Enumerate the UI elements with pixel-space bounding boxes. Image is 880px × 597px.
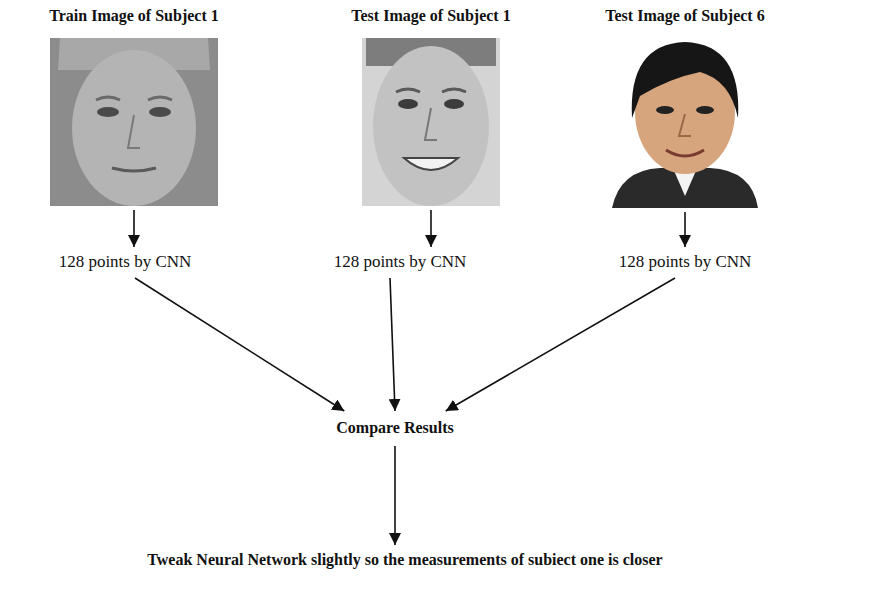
hair	[632, 42, 739, 118]
photo-frame	[47, 38, 221, 206]
face-photo	[610, 38, 760, 208]
image-heading: Train Image of Subject 1	[47, 6, 221, 26]
node-text: 128 points by CNN	[59, 252, 192, 272]
eye	[656, 106, 674, 114]
smile	[404, 158, 458, 170]
eye	[398, 99, 418, 109]
brow	[96, 97, 172, 100]
eye	[696, 106, 714, 114]
nose	[679, 114, 691, 136]
node-text: 128 points by CNN	[334, 252, 467, 272]
image-heading: Test Image of Subject 1	[349, 6, 513, 26]
process-label: 128 points by CNN	[613, 250, 758, 274]
face-photo	[362, 38, 500, 206]
mouth	[666, 150, 704, 156]
face	[72, 50, 196, 206]
compare-step: Compare Results	[306, 414, 483, 442]
flow-arrow	[390, 278, 395, 411]
photo-frame	[349, 38, 513, 206]
image-panel: Test Image of Subject 1	[349, 6, 513, 206]
brow	[396, 89, 466, 92]
node-text: Compare Results	[336, 418, 453, 438]
flow-arrow	[394, 446, 396, 545]
nose	[128, 115, 140, 148]
face	[373, 46, 489, 206]
process-label: 128 points by CNN	[328, 250, 473, 274]
photo-ground	[362, 38, 500, 206]
photo-ground	[50, 38, 218, 206]
update-step: Tweak Neural Network slightly so the mea…	[125, 548, 685, 572]
photo-ground	[610, 38, 760, 208]
photo-frame	[603, 38, 767, 208]
image-panel: Test Image of Subject 6	[603, 6, 767, 208]
eye	[149, 107, 171, 117]
flow-arrow	[430, 210, 432, 247]
eye	[444, 99, 464, 109]
flow-arrow	[446, 278, 675, 411]
node-text: 128 points by CNN	[619, 252, 752, 272]
image-heading: Test Image of Subject 6	[603, 6, 767, 26]
flow-arrow	[135, 278, 344, 411]
face-photo	[50, 38, 218, 206]
process-label: 128 points by CNN	[53, 250, 198, 274]
nose	[425, 108, 437, 140]
node-text: Tweak Neural Network slightly so the mea…	[133, 550, 677, 570]
image-panel: Train Image of Subject 1	[47, 6, 221, 206]
eye	[97, 107, 119, 117]
flow-arrow	[684, 212, 686, 247]
mouth	[112, 168, 156, 171]
flow-arrow	[133, 210, 135, 247]
